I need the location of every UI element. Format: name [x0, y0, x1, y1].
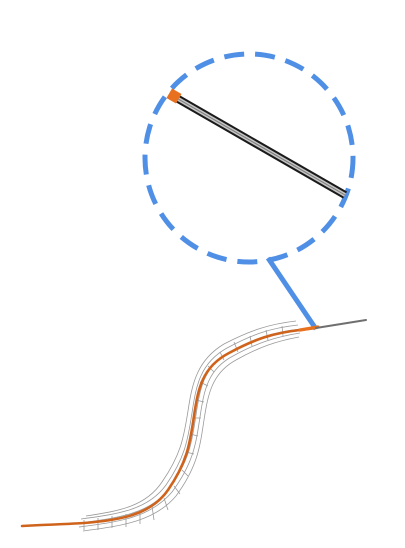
zoom-callout-circle — [142, 51, 356, 265]
catheter-tube — [20, 326, 318, 528]
balloon-outline — [78, 320, 301, 532]
callout-connector-line — [265, 256, 319, 331]
distal-guidewire — [315, 319, 367, 329]
catheter-tip — [298, 325, 320, 332]
guidewire-tip-marker — [166, 88, 182, 104]
magnified-guidewire — [166, 88, 347, 199]
